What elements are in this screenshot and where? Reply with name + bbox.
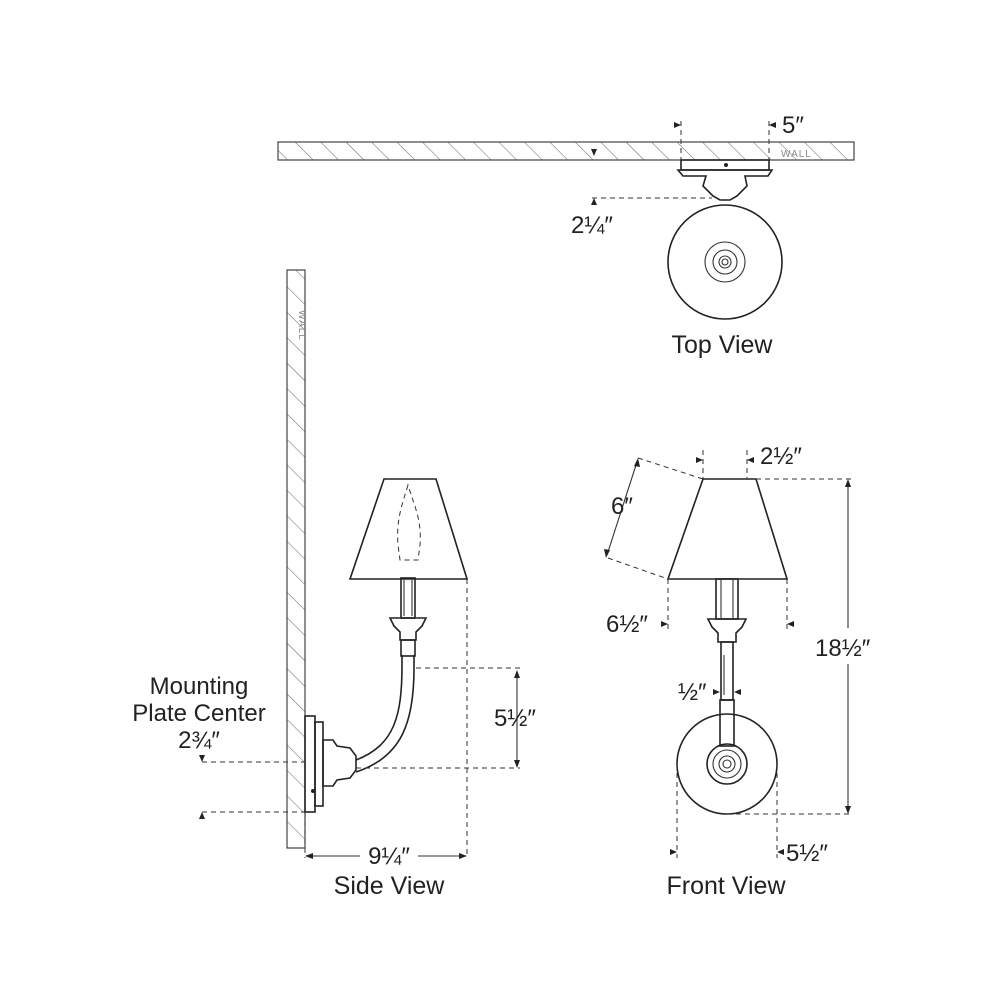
side-mount-knob	[322, 739, 357, 787]
top-depth-arrow-bottom	[591, 198, 597, 205]
top-screw	[724, 163, 728, 167]
front-arm-arrow-left	[713, 689, 720, 695]
front-view: 2½″ 6″ 6½″ 18½″ ½″ 5½″ Front View	[604, 443, 871, 900]
mounting-label-line2: Plate Center	[132, 700, 265, 727]
side-wall-label: WALL	[296, 310, 307, 341]
side-cup	[388, 617, 428, 641]
mounting-value: 2¾″	[178, 727, 220, 754]
front-slant-label: 6″	[611, 493, 633, 520]
mounting-arrow-top	[199, 755, 205, 762]
front-arm-arrow-right	[734, 689, 741, 695]
front-bottom-arrow-right	[787, 621, 794, 627]
top-width-arrow-right	[769, 122, 776, 128]
side-screw	[311, 789, 315, 793]
top-shade-disc	[667, 204, 783, 320]
top-socket-mid	[712, 249, 738, 275]
top-depth-label: 2¼″	[571, 212, 613, 239]
top-mount-neck	[676, 169, 774, 201]
front-slant-ext-bottom	[607, 557, 669, 580]
front-bottom-arrow-left	[661, 621, 668, 627]
top-width-label: 5″	[782, 112, 804, 139]
front-top-arrow-left	[696, 457, 703, 463]
front-bottom-label: 6½″	[606, 611, 648, 638]
front-arm-label: ½″	[678, 679, 707, 706]
side-arm	[355, 655, 415, 773]
mounting-label-line1: Mounting	[150, 673, 249, 700]
front-plate-arrow-left	[670, 849, 677, 855]
side-arm-arrow-bottom	[514, 760, 520, 768]
front-overall-label: 18½″	[815, 635, 871, 662]
top-socket-outer	[704, 241, 746, 283]
front-slant-dim-line	[606, 461, 638, 556]
side-arm-label: 5½″	[494, 705, 536, 732]
front-slant-ext-top	[637, 457, 704, 480]
side-extension-arrow-right	[459, 853, 467, 859]
ceiling-wall	[277, 141, 855, 161]
front-stem	[720, 641, 734, 701]
front-plate-label: 5½″	[786, 840, 828, 867]
side-stem-collar	[400, 639, 416, 657]
front-view-title: Front View	[666, 872, 786, 900]
top-socket-core	[721, 258, 729, 266]
top-depth-arrow-top	[591, 149, 597, 156]
front-candle	[715, 578, 739, 620]
side-backplate-rim	[314, 721, 324, 807]
front-overall-arrow-top	[845, 479, 851, 487]
front-knob-outer	[706, 743, 748, 785]
front-arm	[719, 699, 735, 747]
top-wall-label: WALL	[781, 149, 812, 160]
front-top-arrow-right	[747, 457, 754, 463]
side-bulb	[397, 483, 421, 561]
front-overall-arrow-bottom	[845, 806, 851, 814]
front-plate-arrow-right	[777, 849, 784, 855]
side-shade	[348, 478, 469, 580]
side-arm-arrow-top	[514, 670, 520, 678]
top-view-title: Top View	[672, 331, 774, 359]
side-wall	[286, 269, 306, 849]
side-extension-arrow-left	[305, 853, 313, 859]
top-socket-inner	[718, 255, 732, 269]
side-view-title: Side View	[334, 872, 446, 900]
side-view: WALL 5½″ 9¼″ Mounting	[132, 269, 536, 900]
side-extension-label: 9¼″	[368, 843, 410, 870]
side-backplate	[304, 715, 316, 813]
front-slant-arrow-bottom	[604, 549, 610, 558]
front-knob-inner	[718, 755, 736, 773]
mounting-arrow-bottom	[199, 812, 205, 819]
front-slant-arrow-top	[634, 458, 640, 467]
side-candle	[400, 577, 416, 619]
front-top-label: 2½″	[760, 443, 802, 470]
top-view: WALL 5″ 2¼″ Top View	[277, 112, 855, 359]
front-knob-core	[722, 759, 732, 769]
top-width-arrow-left	[674, 122, 681, 128]
front-backplate	[676, 713, 778, 815]
front-cup	[706, 618, 748, 643]
front-knob-mid	[712, 749, 742, 779]
front-shade	[666, 478, 789, 580]
